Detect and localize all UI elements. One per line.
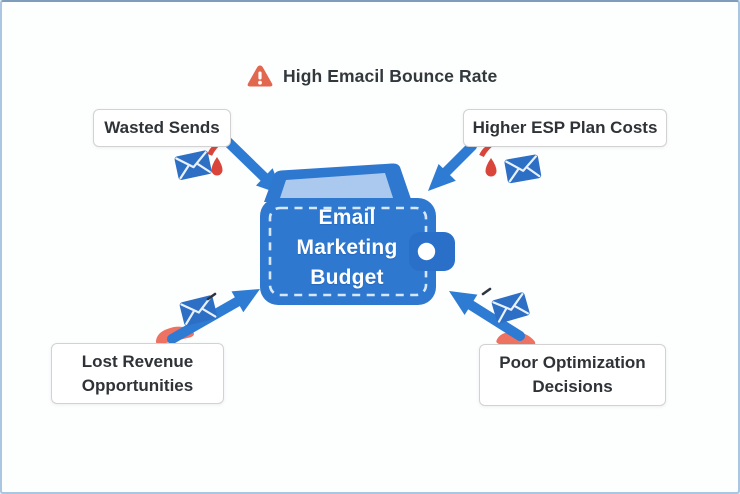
node-label: Poor Optimization Decisions: [499, 353, 646, 396]
node-higher-esp-plan-costs: Higher ESP Plan Costs: [463, 109, 667, 147]
wallet-clasp-button: [417, 242, 436, 261]
node-wasted-sends: Wasted Sends: [93, 109, 231, 147]
droplet-icon: [211, 157, 223, 176]
envelope-icon: [179, 295, 218, 326]
envelope-icon: [174, 150, 212, 180]
arrow-poor-decisions-to-budget: [449, 291, 525, 341]
node-label: Lost Revenue Opportunities: [81, 351, 194, 395]
motion-dash: [481, 287, 492, 296]
motion-dash: [206, 292, 217, 301]
arrow-esp-costs-to-budget: [428, 141, 477, 191]
node-poor-optimization-decisions: Poor Optimization Decisions: [479, 344, 666, 406]
wallet-title: Email Marketing Budget: [259, 203, 435, 293]
node-label: Wasted Sends: [104, 118, 220, 137]
warning-triangle-icon: [247, 65, 273, 86]
droplet-icon: [485, 158, 497, 177]
node-lost-revenue-opportunities: Lost Revenue Opportunities: [51, 343, 224, 404]
envelope-icon: [491, 292, 530, 324]
wallet-illustration: [260, 163, 455, 305]
wallet-title-line2: Marketing: [296, 236, 398, 259]
diagram-title: High Emacil Bounce Rate: [246, 61, 497, 91]
splash-icon: [479, 144, 496, 157]
envelope-icon: [504, 154, 542, 184]
node-label: Higher ESP Plan Costs: [472, 118, 658, 137]
wallet-body: [260, 198, 436, 305]
wallet-title-line1: Email: [318, 206, 376, 229]
splash-icon: [207, 142, 224, 156]
wallet-title-line3: Budget: [310, 266, 384, 289]
wallet-card: [279, 173, 394, 201]
diagram-title-label: High Emacil Bounce Rate: [283, 65, 498, 86]
